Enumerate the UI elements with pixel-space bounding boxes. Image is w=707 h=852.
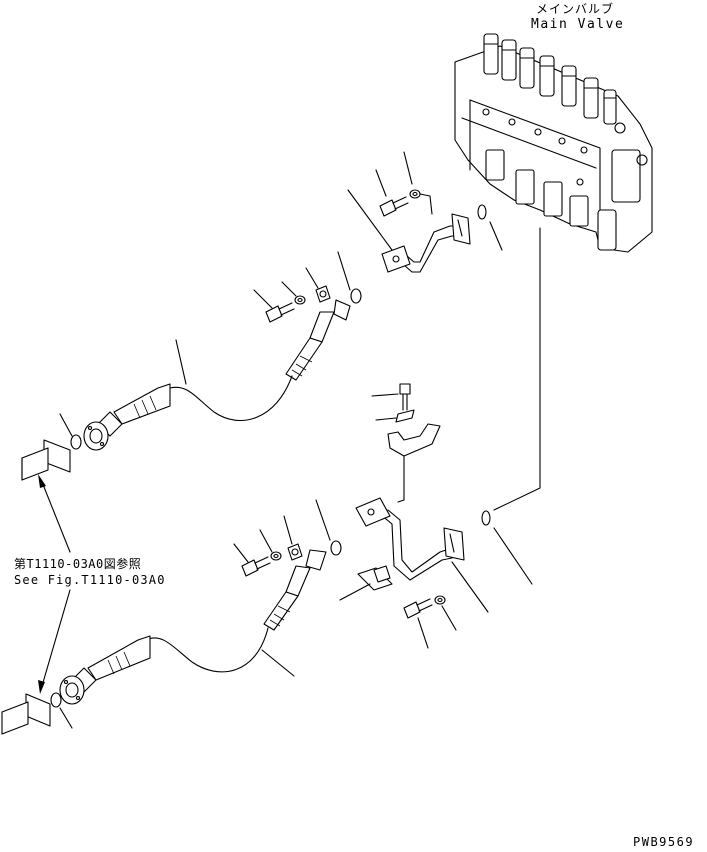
leader-line: [451, 561, 489, 613]
leader-line: [305, 267, 319, 289]
leader-line: [233, 543, 249, 563]
leader-line: [259, 529, 273, 553]
hydraulic-hose-icon: [59, 549, 327, 705]
steel-tube-icon: [381, 213, 471, 273]
reference-arrow-upper-icon: [38, 474, 71, 553]
leader-line: [283, 515, 293, 545]
o-ring-icon: [50, 692, 62, 708]
leader-line: [417, 617, 429, 649]
leader-line: [419, 193, 433, 215]
leader-line: [59, 413, 73, 437]
leader-line: [347, 189, 393, 251]
reference-arrow-lower-icon: [38, 589, 71, 694]
leader-line: [371, 393, 399, 397]
split-flange-clamp-icon: [287, 543, 303, 561]
main-valve-block-icon: [454, 33, 653, 253]
leader-line: [403, 151, 413, 185]
drawing-code: PWB9569: [633, 835, 695, 849]
upper-o-ring-valve-icon: [477, 204, 487, 220]
washer-icon: [434, 595, 446, 605]
leader-line: [175, 339, 187, 385]
lower-o-ring-valve-icon: [481, 510, 491, 526]
bolt-icon: [265, 302, 295, 323]
washer-icon: [395, 409, 415, 423]
pipe-connector-icon: [1, 693, 51, 735]
main-valve-label-en: Main Valve: [531, 17, 625, 32]
bolt-icon: [241, 556, 271, 577]
leader-line: [261, 649, 295, 677]
mount-block-icon: [357, 565, 393, 591]
reference-label-en: See Fig.T1110-03A0: [14, 573, 166, 587]
leader-line: [489, 221, 503, 251]
o-ring-icon: [70, 434, 82, 450]
bolt-icon: [403, 598, 433, 619]
leader-line: [315, 499, 331, 541]
washer-icon: [409, 189, 421, 199]
leader-line: [493, 227, 541, 511]
bolt-icon: [399, 383, 411, 411]
main-valve-label-ja: メインバルブ: [536, 2, 615, 16]
o-ring-icon: [350, 288, 362, 304]
leader-line: [59, 707, 73, 729]
hydraulic-hose-icon: [83, 299, 351, 451]
leader-line: [493, 527, 533, 585]
split-flange-clamp-icon: [315, 285, 331, 303]
leader-line: [339, 583, 371, 601]
leader-line: [337, 251, 351, 291]
leader-line: [375, 417, 397, 421]
leader-line: [375, 169, 387, 197]
o-ring-icon: [330, 540, 342, 556]
leader-line: [441, 605, 457, 631]
washer-icon: [270, 551, 282, 561]
clamp-bracket-icon: [387, 423, 441, 503]
reference-label-ja: 第T1110-03A0図参照: [14, 557, 142, 571]
washer-icon: [294, 295, 306, 305]
leader-line: [281, 281, 297, 297]
steel-tube-icon: [355, 497, 465, 581]
bolt-icon: [379, 196, 409, 217]
pipe-connector-icon: [21, 439, 71, 481]
leader-line: [253, 289, 273, 309]
